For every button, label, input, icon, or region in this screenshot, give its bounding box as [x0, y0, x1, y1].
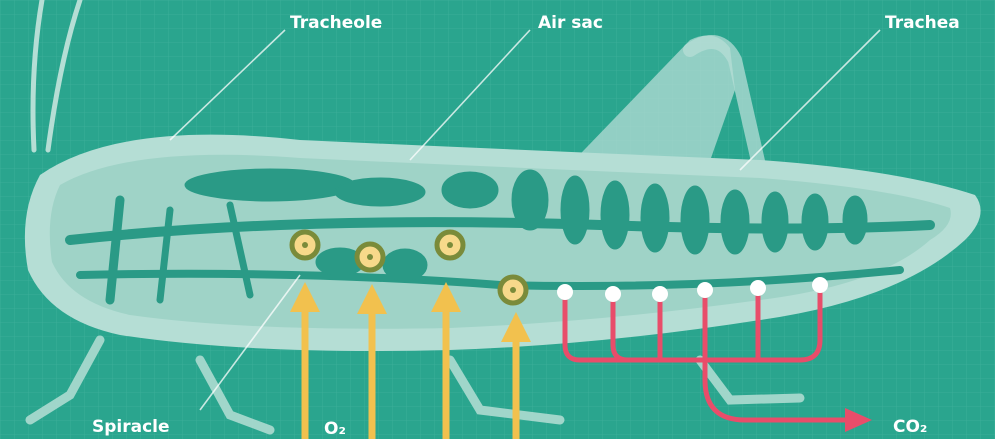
label-co2: CO₂	[893, 417, 927, 437]
label-trachea: Trachea	[885, 13, 960, 33]
label-spiracle: Spiracle	[92, 417, 170, 437]
label-tracheole: Tracheole	[290, 13, 382, 33]
spiracle-2	[357, 244, 383, 270]
spiracle-3	[437, 232, 463, 258]
label-air-sac: Air sac	[538, 13, 603, 33]
spiracle-4	[500, 277, 526, 303]
spiracle-1	[292, 232, 318, 258]
label-o2: O₂	[324, 419, 346, 439]
